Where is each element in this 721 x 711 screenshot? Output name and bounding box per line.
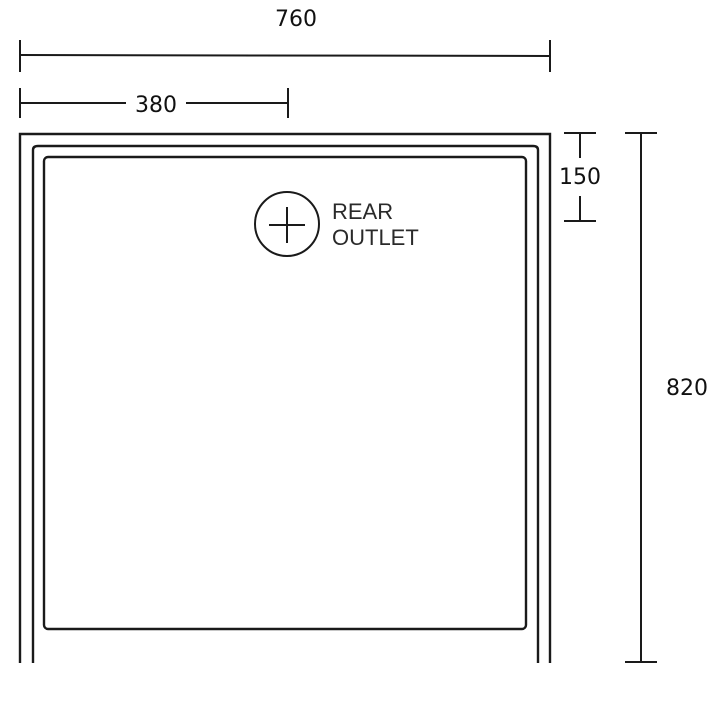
- depth-label: 820: [666, 376, 708, 401]
- tray-rim-edge: [31, 144, 540, 663]
- outlet-label-line1: REAR: [332, 199, 393, 224]
- outlet-x-label: 380: [135, 93, 177, 118]
- outlet-label-line2: OUTLET: [332, 225, 419, 250]
- tray-outer-edge: [18, 132, 552, 663]
- outlet-y-label: 150: [559, 165, 601, 190]
- tray-basin: [42, 155, 528, 631]
- outlet-y-dimension: 150: [559, 132, 601, 222]
- outlet-circle-icon: [254, 191, 320, 257]
- width-label: 760: [275, 7, 317, 32]
- width-dimension: 760: [19, 7, 551, 72]
- outlet-x-dimension: 380: [19, 88, 289, 118]
- tray-outline: [18, 132, 552, 663]
- depth-dimension: 820: [625, 132, 708, 663]
- rear-outlet: REAR OUTLET: [254, 191, 419, 257]
